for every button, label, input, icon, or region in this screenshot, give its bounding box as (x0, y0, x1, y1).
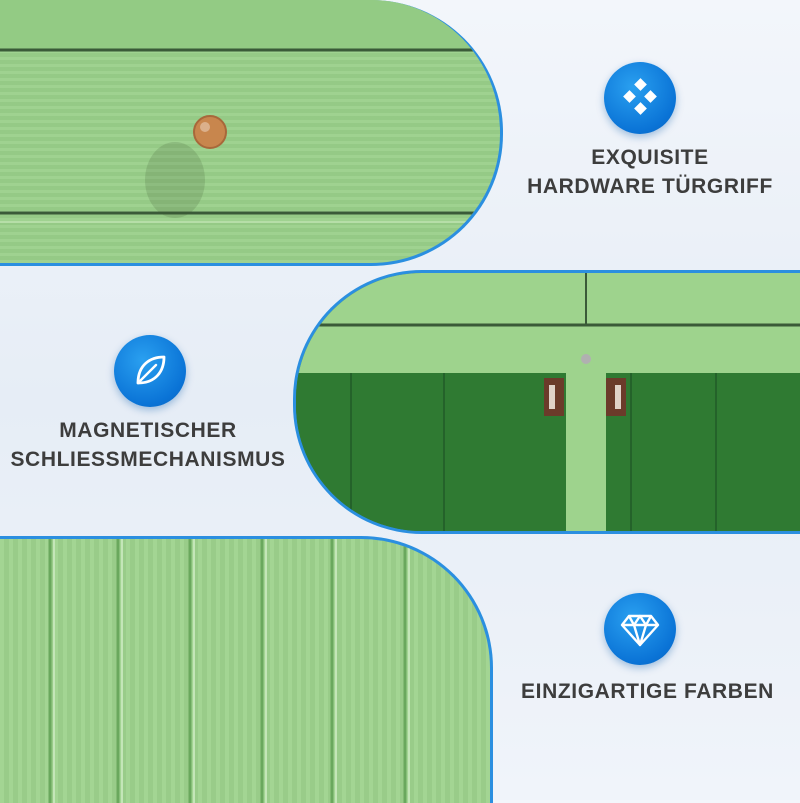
feature-caption-magnetic: MAGNETISCHER SCHLIEßMECHANISMUS (0, 416, 296, 474)
drawer-knob-photo (0, 0, 503, 266)
feature-caption-line1: EINZIGARTIGE FARBEN (521, 680, 774, 703)
feature-caption-hardware: EXQUISITE HARDWARE TÜRGRIFF (500, 143, 800, 201)
magnetic-latch-photo (293, 270, 800, 534)
feature-badge-colors (604, 593, 676, 665)
feature-badge-hardware (604, 62, 676, 134)
gem-icon (620, 614, 660, 647)
feature-caption-line1: EXQUISITE (591, 146, 709, 169)
knob (193, 115, 227, 149)
feature-caption-line2: HARDWARE TÜRGRIFF (527, 175, 773, 198)
wood-color-photo (0, 536, 493, 803)
feature-caption-line2: SCHLIEßMECHANISMUS (10, 448, 286, 471)
diamond-grid-icon (623, 78, 657, 115)
feature-caption-line1: MAGNETISCHER (59, 419, 237, 442)
feature-caption-colors: EINZIGARTIGE FARBEN (495, 677, 800, 706)
feature-badge-magnetic (114, 335, 186, 407)
leaf-icon (136, 355, 166, 385)
